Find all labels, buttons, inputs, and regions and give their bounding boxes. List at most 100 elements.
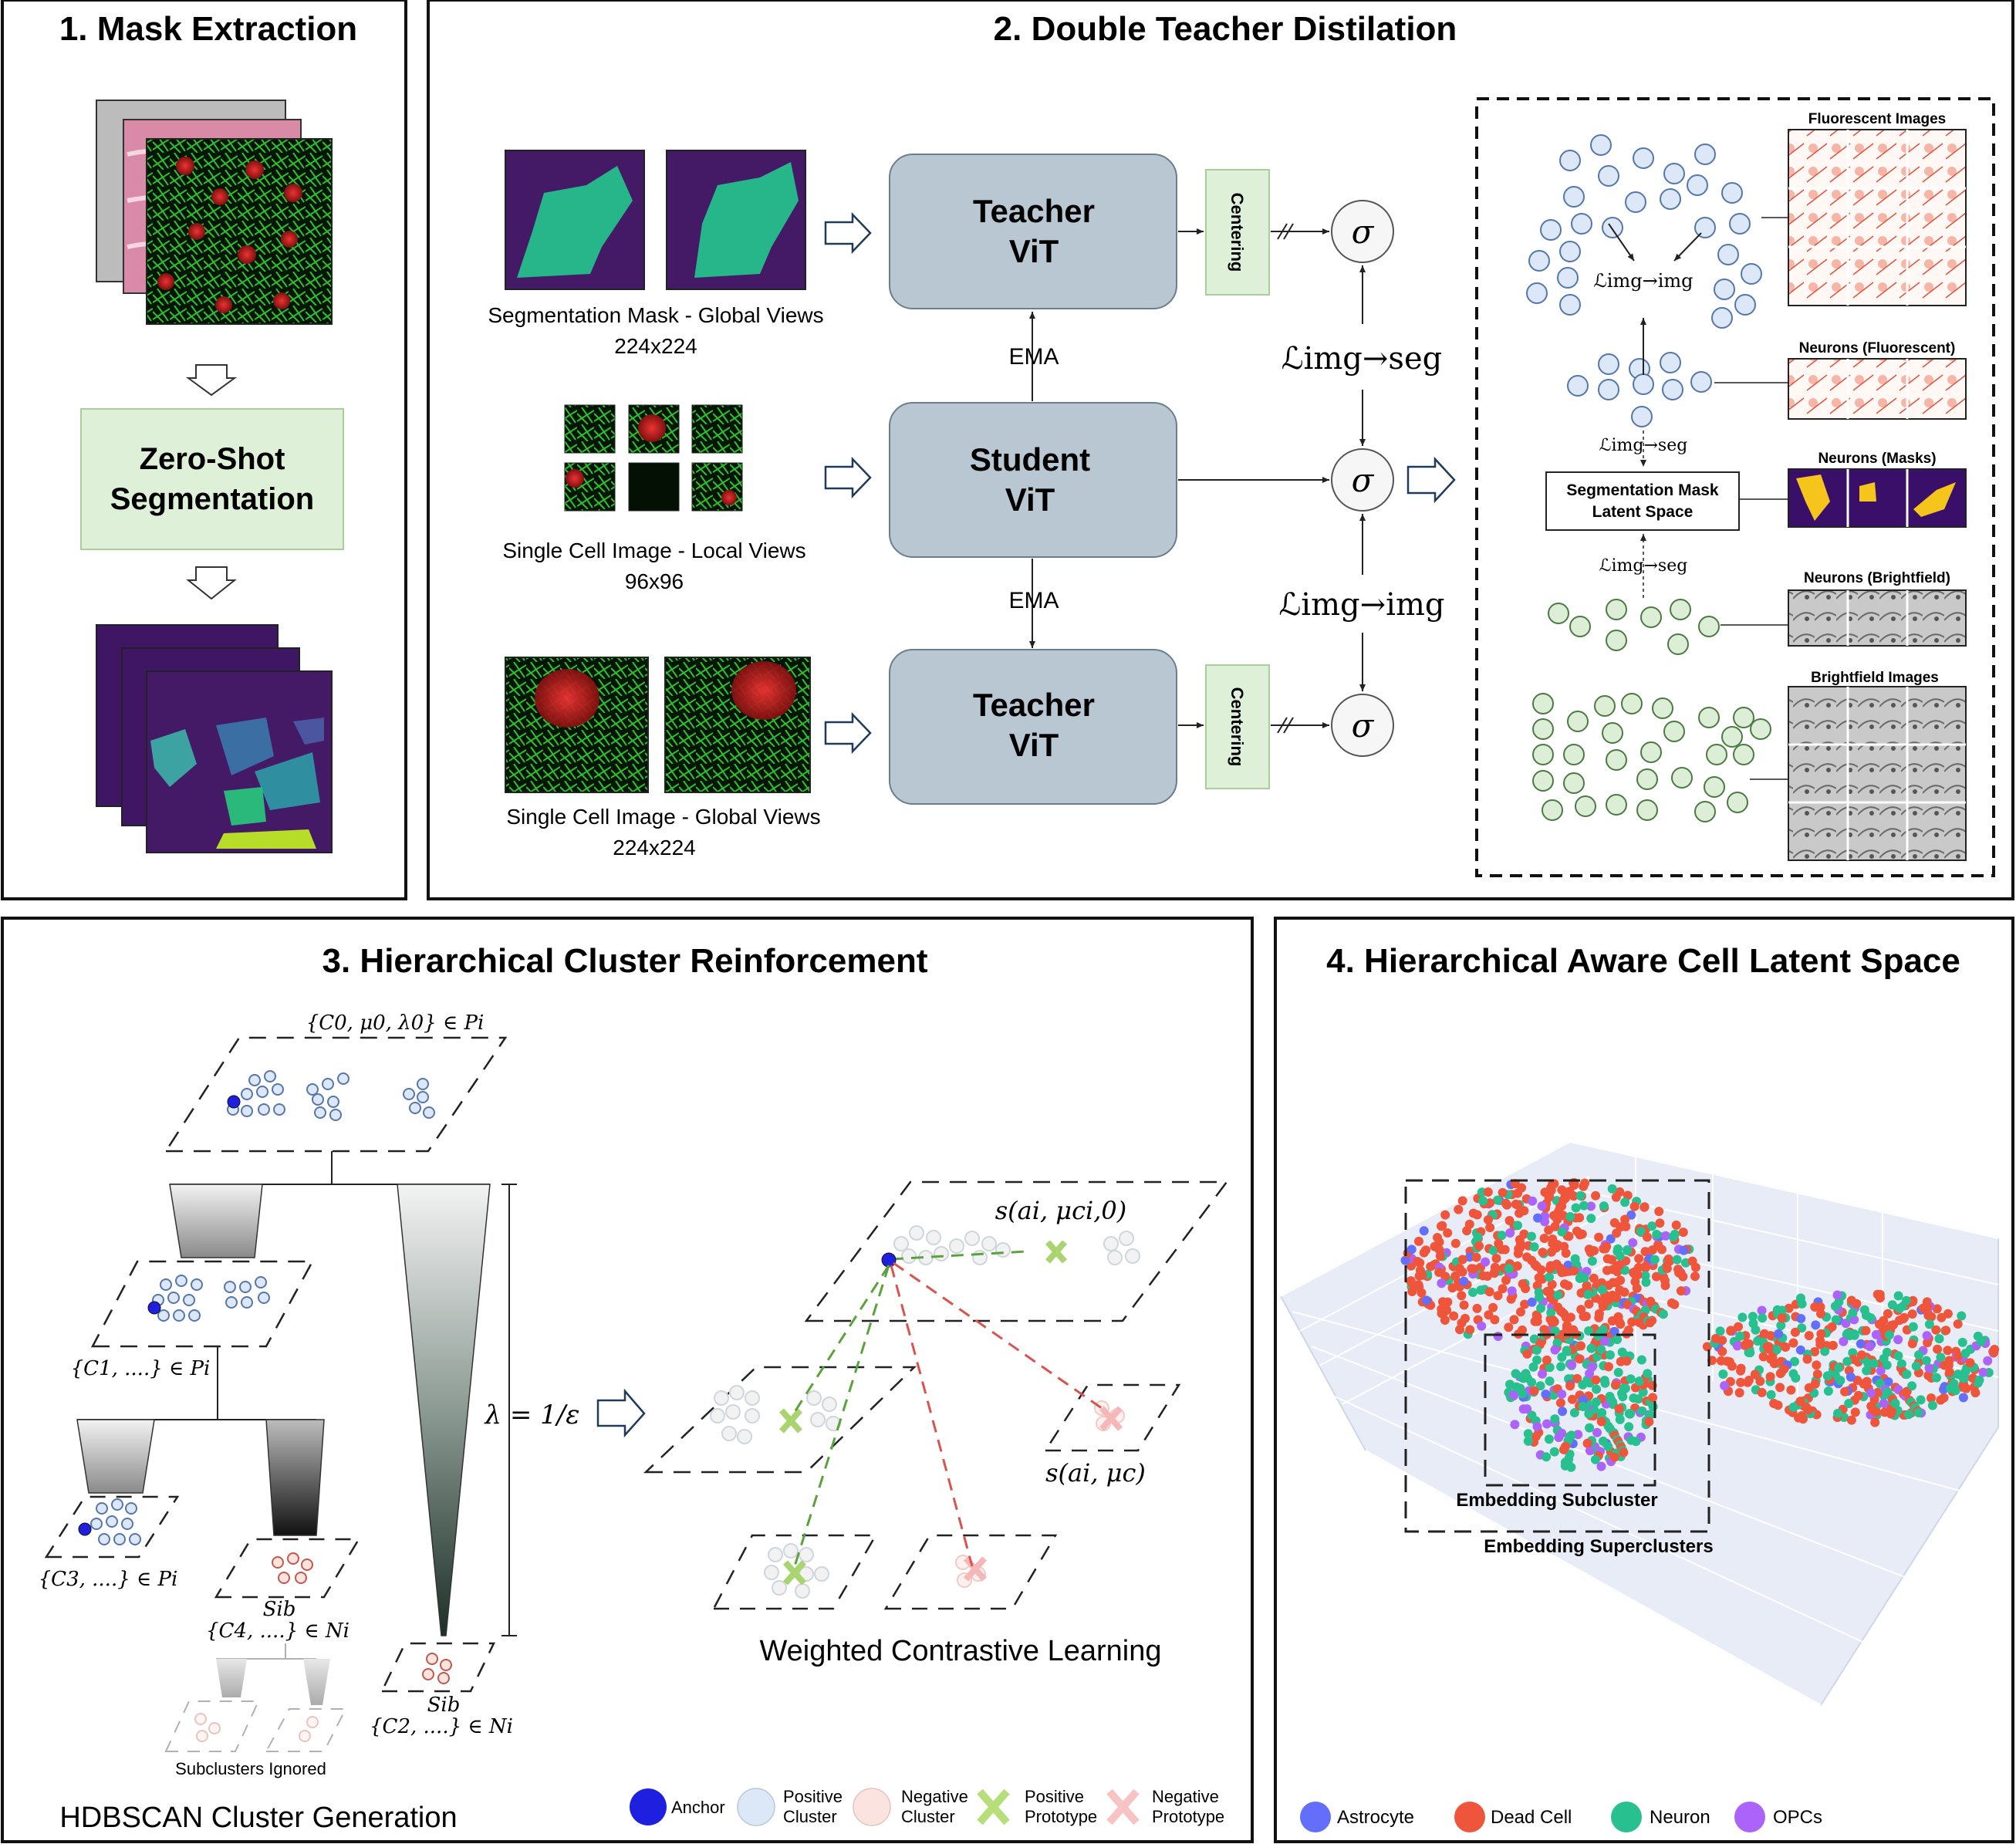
scatter-point xyxy=(1534,1273,1544,1282)
student-line-2: ViT xyxy=(1005,481,1055,518)
scatter-point xyxy=(1579,1201,1589,1211)
legend-negative-cluster-line-1: Negative xyxy=(901,1787,968,1806)
scatter-point xyxy=(1848,1308,1858,1318)
root-anchor xyxy=(227,1095,241,1109)
scatter-point xyxy=(1603,1442,1613,1451)
scatter-point xyxy=(1923,1338,1933,1348)
funnel-c1 xyxy=(169,1184,263,1258)
scatter-point xyxy=(1624,1409,1634,1419)
scatter-point xyxy=(1647,1221,1657,1231)
sigma-node-bottom xyxy=(1331,694,1394,757)
scatter-point xyxy=(1546,1308,1556,1318)
hdbscan-label: HDBSCAN Cluster Generation xyxy=(59,1802,457,1834)
scatter-point xyxy=(1511,1382,1521,1392)
scatter-point xyxy=(1957,1337,1967,1347)
scatter-point xyxy=(1820,1346,1830,1356)
contrastive-anchor xyxy=(881,1252,897,1268)
plane-c3 xyxy=(44,1495,180,1559)
scatter-point xyxy=(1476,1285,1486,1295)
scatter-point xyxy=(1437,1278,1447,1288)
scatter-point xyxy=(1842,1356,1852,1366)
panel-latent-space: 4. Hierarchical Aware Cell Latent Space … xyxy=(1274,917,2014,1843)
sigma-node-top xyxy=(1331,200,1394,263)
scatter-point xyxy=(1661,1231,1670,1241)
scatter-point xyxy=(1596,1345,1606,1354)
scatter-point xyxy=(1421,1295,1431,1305)
scatter-point xyxy=(1883,1377,1893,1386)
scatter-point xyxy=(1508,1390,1518,1400)
scatter-point xyxy=(1643,1232,1652,1242)
scatter-point xyxy=(1442,1305,1452,1315)
scatter-point xyxy=(1628,1238,1638,1248)
scatter-point xyxy=(1501,1275,1511,1285)
fluorescent-embedding-cluster xyxy=(1526,134,1762,329)
scatter-point xyxy=(1535,1381,1545,1391)
scatter-point xyxy=(1498,1284,1508,1294)
seg-caption-line-2: 224x224 xyxy=(614,334,697,358)
scatter-point xyxy=(1602,1254,1612,1264)
scatter-point xyxy=(1662,1264,1672,1273)
scatter-point xyxy=(1617,1347,1627,1357)
scatter-point xyxy=(1523,1436,1533,1446)
ema-label-bottom: EMA xyxy=(1008,588,1059,613)
scatter-point xyxy=(1678,1228,1688,1238)
scatter-point xyxy=(1671,1220,1681,1230)
scatter-point xyxy=(1762,1342,1772,1352)
scatter-point xyxy=(1465,1252,1474,1262)
teacher-vit-top xyxy=(889,154,1177,309)
scatter-point xyxy=(1765,1331,1775,1341)
subcluster-box xyxy=(1484,1333,1656,1487)
scatter-point xyxy=(1612,1247,1623,1256)
scatter-point xyxy=(1950,1386,1960,1396)
scatter-point xyxy=(1720,1381,1730,1390)
scatter-point xyxy=(1419,1248,1429,1258)
scatter-point xyxy=(1945,1367,1954,1377)
scatter-point xyxy=(1461,1313,1470,1323)
scatter-point xyxy=(1796,1314,1806,1323)
scatter-point xyxy=(1614,1403,1624,1413)
ignored-subclusters xyxy=(164,1643,347,1752)
c1-anchor xyxy=(147,1301,161,1315)
scatter-point xyxy=(1931,1325,1941,1335)
scatter-point xyxy=(1483,1187,1493,1197)
scatter-point xyxy=(1488,1302,1498,1312)
scatter-point xyxy=(1939,1384,1948,1394)
scatter-point xyxy=(1907,1309,1917,1319)
scatter-point xyxy=(1592,1427,1602,1437)
scatter-point xyxy=(1745,1348,1755,1358)
scatter-point xyxy=(1678,1272,1688,1282)
teacher-top-line-1: Teacher xyxy=(973,193,1095,229)
ema-label-top: EMA xyxy=(1008,344,1059,370)
scatter-point xyxy=(1505,1228,1515,1238)
scatter-point xyxy=(1876,1366,1886,1376)
c2-sib-label: Sib xyxy=(427,1694,461,1717)
scatter-point xyxy=(1531,1345,1542,1355)
scatter-point xyxy=(1562,1346,1572,1356)
centering-label-top: Centering xyxy=(1227,193,1247,272)
scatter-point xyxy=(1407,1287,1417,1296)
scatter-point xyxy=(1790,1327,1800,1337)
scatter-point xyxy=(1615,1260,1625,1270)
scatter-point xyxy=(1804,1331,1814,1341)
scatter-point xyxy=(1624,1422,1634,1432)
scatter-point xyxy=(1831,1315,1841,1325)
scatter-point xyxy=(1579,1312,1589,1322)
scatter-point xyxy=(1619,1447,1629,1457)
scatter-point xyxy=(1879,1353,1889,1363)
scatter-point xyxy=(1450,1238,1461,1248)
scatter-point xyxy=(1788,1402,1798,1412)
scatter-point xyxy=(1634,1254,1644,1264)
positive-prototype-low xyxy=(783,1560,806,1586)
scatter-point xyxy=(1758,1313,1768,1323)
plane-negative-far xyxy=(1043,1383,1181,1452)
negative-prototype-right xyxy=(1099,1406,1123,1431)
scatter-point xyxy=(1485,1223,1495,1232)
scatter-point xyxy=(1440,1315,1450,1325)
scatter-point xyxy=(1896,1359,1906,1369)
scatter-point xyxy=(1779,1364,1789,1374)
scatter-point xyxy=(1734,1388,1744,1398)
scatter-point xyxy=(1569,1266,1579,1276)
c3-anchor xyxy=(78,1522,92,1536)
scatter-point xyxy=(1834,1363,1844,1373)
scatter-point xyxy=(1796,1293,1805,1303)
